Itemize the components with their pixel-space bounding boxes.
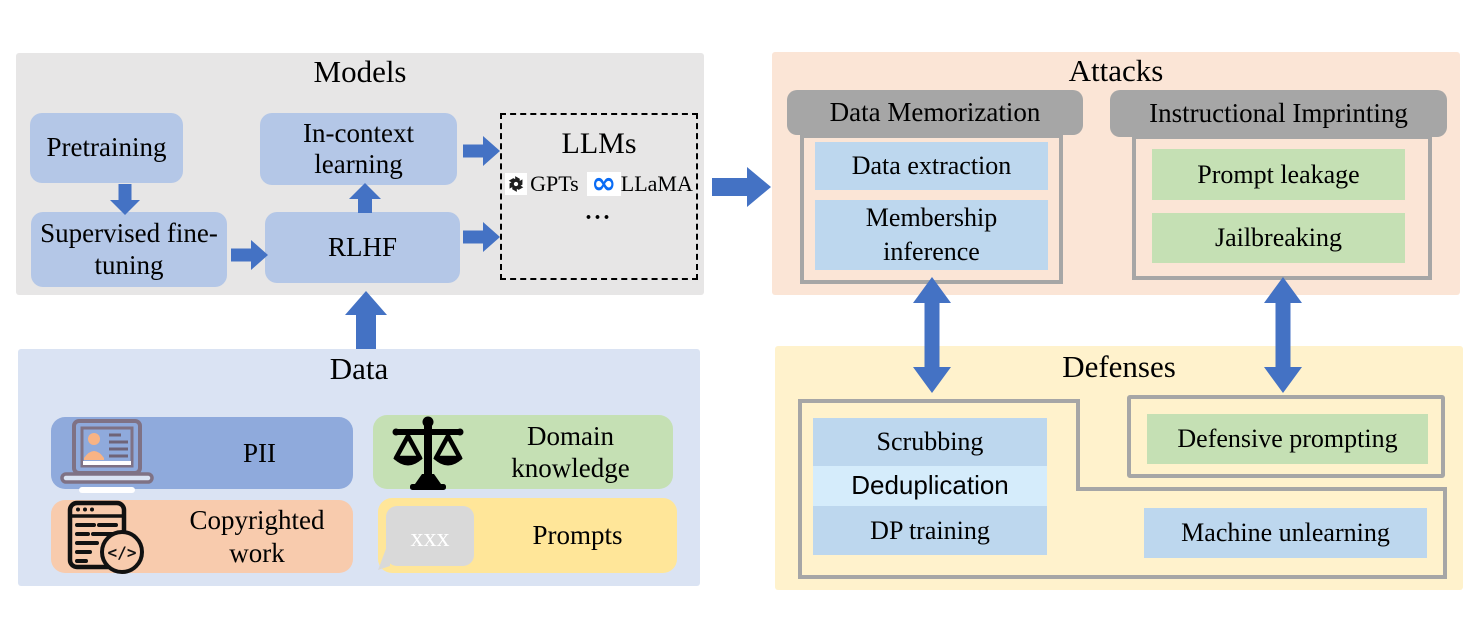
copyrighted-work-box: Copyrighted work — [51, 500, 353, 573]
openai-icon — [505, 173, 528, 195]
prompt-leakage-box: Prompt leakage — [1152, 149, 1405, 200]
arrow-data-to-models — [345, 291, 387, 349]
prompts-label: Prompts — [532, 520, 623, 551]
llm-logos-row: GPTs ∞ LLaMA — [505, 169, 693, 199]
code-glyph: </> — [108, 543, 137, 562]
deduplication-box: Deduplication — [813, 466, 1047, 506]
laptop-pii-icon — [60, 419, 154, 493]
dp-training-box: DP training — [813, 506, 1047, 555]
llms-ellipsis: ... — [585, 199, 613, 225]
domain-knowledge-label: Domain knowledge — [511, 420, 630, 483]
attacks-title: Attacks — [1068, 53, 1164, 88]
pretraining-box: Pretraining — [30, 113, 183, 183]
meta-icon: ∞ — [586, 169, 621, 199]
models-title: Models — [313, 54, 407, 89]
data-memorization-header: Data Memorization — [787, 90, 1083, 135]
speech-bubble-icon: xxx — [378, 506, 474, 570]
machine-unlearning-box: Machine unlearning — [1144, 508, 1427, 558]
bubble-text: xxx — [411, 523, 450, 552]
jailbreaking-box: Jailbreaking — [1152, 213, 1405, 263]
llms-dashed-box: LLMs GPTs ∞ LLaM — [500, 113, 698, 280]
copyrighted-work-label: Copyrighted work — [189, 505, 325, 568]
llms-title: LLMs — [561, 127, 637, 160]
membership-inference-box: Membership inference — [815, 200, 1048, 270]
data-extraction-box: Data extraction — [815, 142, 1048, 190]
document-code-icon: </> — [67, 500, 144, 574]
in-context-learning-box: In-context learning — [260, 113, 457, 185]
rlhf-box: RLHF — [265, 212, 460, 283]
pii-label: PII — [243, 437, 276, 468]
scrubbing-box: Scrubbing — [813, 418, 1047, 466]
defensive-prompting-box: Defensive prompting — [1147, 414, 1428, 464]
gpts-label: GPTs — [530, 171, 579, 196]
supervised-finetuning-box: Supervised fine-tuning — [31, 212, 227, 287]
defenses-title: Defenses — [1062, 349, 1176, 384]
arrow-models-to-attacks — [712, 167, 771, 207]
data-title: Data — [329, 351, 389, 386]
scales-icon — [392, 416, 464, 490]
instructional-imprinting-header: Instructional Imprinting — [1110, 90, 1447, 137]
llama-label: LLaMA — [620, 171, 693, 196]
